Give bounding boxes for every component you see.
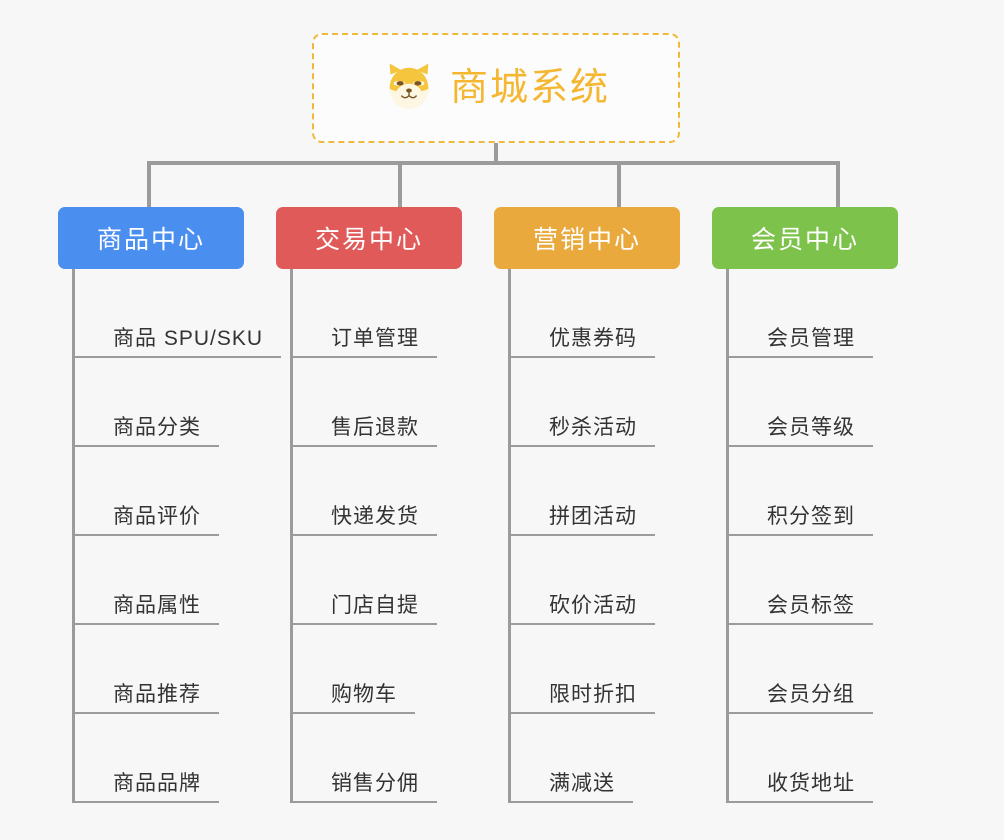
list-item[interactable]: 限时折扣	[511, 625, 655, 714]
connector-drop-3	[617, 164, 621, 210]
list-item[interactable]: 订单管理	[293, 269, 437, 358]
connector-root-stem	[494, 143, 498, 164]
child-label: 门店自提	[293, 593, 437, 625]
list-item[interactable]: 商品推荐	[75, 625, 281, 714]
root-node[interactable]: 商城系统	[312, 33, 680, 143]
connector-horizontal-bar	[147, 161, 840, 165]
child-label: 拼团活动	[511, 504, 655, 536]
branch-header-marketing-center[interactable]: 营销中心	[494, 207, 680, 269]
list-item[interactable]: 会员管理	[729, 269, 873, 358]
branch-column-member-center: 会员中心 会员管理 会员等级 积分签到 会员标签 会员分组 收货地址	[712, 207, 930, 803]
list-item[interactable]: 商品分类	[75, 358, 281, 447]
child-label: 优惠券码	[511, 326, 655, 358]
child-label: 购物车	[293, 682, 415, 714]
branch-header-trade-center[interactable]: 交易中心	[276, 207, 462, 269]
shiba-dog-icon	[382, 61, 436, 115]
branch-header-member-center[interactable]: 会员中心	[712, 207, 898, 269]
list-item[interactable]: 秒杀活动	[511, 358, 655, 447]
child-label: 商品属性	[75, 593, 219, 625]
child-label: 积分签到	[729, 504, 873, 536]
list-item[interactable]: 会员分组	[729, 625, 873, 714]
branch-children-product-center: 商品 SPU/SKU 商品分类 商品评价 商品属性 商品推荐 商品品牌	[72, 269, 282, 803]
connector-drop-1	[147, 164, 151, 210]
connector-drop-4	[836, 164, 840, 210]
branch-children-marketing-center: 优惠券码 秒杀活动 拼团活动 砍价活动 限时折扣 满减送	[508, 269, 655, 803]
list-item[interactable]: 商品 SPU/SKU	[75, 269, 282, 358]
child-label: 收货地址	[729, 771, 873, 803]
list-item[interactable]: 拼团活动	[511, 447, 655, 536]
list-item[interactable]: 会员等级	[729, 358, 873, 447]
list-item[interactable]: 门店自提	[293, 536, 437, 625]
list-item[interactable]: 优惠券码	[511, 269, 655, 358]
child-label: 会员等级	[729, 415, 873, 447]
branch-column-product-center: 商品中心 商品 SPU/SKU 商品分类 商品评价 商品属性 商品推荐 商品品牌	[58, 207, 282, 803]
list-item[interactable]: 砍价活动	[511, 536, 655, 625]
root-title: 商城系统	[449, 67, 610, 109]
child-label: 商品 SPU/SKU	[75, 326, 282, 358]
list-item[interactable]: 收货地址	[729, 714, 873, 803]
list-item[interactable]: 购物车	[293, 625, 437, 714]
child-label: 秒杀活动	[511, 415, 655, 447]
branch-children-trade-center: 订单管理 售后退款 快递发货 门店自提 购物车 销售分佣	[290, 269, 437, 803]
child-label: 满减送	[511, 771, 633, 803]
child-label: 商品品牌	[75, 771, 219, 803]
child-label: 销售分佣	[293, 771, 437, 803]
branch-children-member-center: 会员管理 会员等级 积分签到 会员标签 会员分组 收货地址	[726, 269, 873, 803]
list-item[interactable]: 销售分佣	[293, 714, 437, 803]
child-label: 限时折扣	[511, 682, 655, 714]
child-label: 会员标签	[729, 593, 873, 625]
child-label: 商品推荐	[75, 682, 219, 714]
child-label: 快递发货	[293, 504, 437, 536]
branch-column-marketing-center: 营销中心 优惠券码 秒杀活动 拼团活动 砍价活动 限时折扣 满减送	[494, 207, 712, 803]
child-label: 售后退款	[293, 415, 437, 447]
child-label: 订单管理	[293, 326, 437, 358]
branch-columns: 商品中心 商品 SPU/SKU 商品分类 商品评价 商品属性 商品推荐 商品品牌…	[0, 207, 1004, 803]
child-label: 商品评价	[75, 504, 219, 536]
child-label: 商品分类	[75, 415, 219, 447]
connector-drop-2	[398, 164, 402, 210]
list-item[interactable]: 售后退款	[293, 358, 437, 447]
child-label: 会员分组	[729, 682, 873, 714]
child-label: 会员管理	[729, 326, 873, 358]
list-item[interactable]: 商品品牌	[75, 714, 281, 803]
branch-column-trade-center: 交易中心 订单管理 售后退款 快递发货 门店自提 购物车 销售分佣	[276, 207, 494, 803]
branch-header-product-center[interactable]: 商品中心	[58, 207, 244, 269]
child-label: 砍价活动	[511, 593, 655, 625]
list-item[interactable]: 商品评价	[75, 447, 281, 536]
list-item[interactable]: 快递发货	[293, 447, 437, 536]
list-item[interactable]: 积分签到	[729, 447, 873, 536]
list-item[interactable]: 会员标签	[729, 536, 873, 625]
list-item[interactable]: 满减送	[511, 714, 655, 803]
list-item[interactable]: 商品属性	[75, 536, 281, 625]
